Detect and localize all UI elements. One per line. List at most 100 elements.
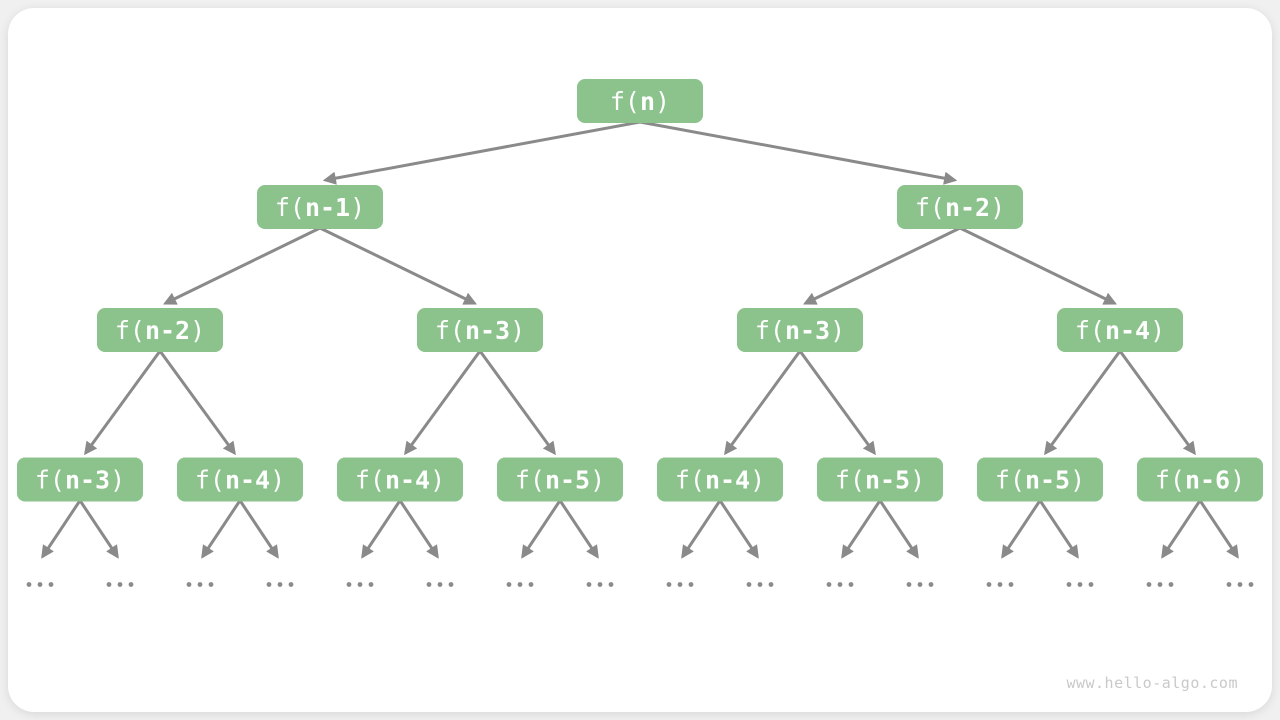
label-suffix: ) <box>430 466 445 495</box>
label-argument: n-5 <box>865 466 910 495</box>
node-label: f(n-2) <box>915 193 1005 222</box>
edge-arrow <box>318 226 477 305</box>
edge-arrow <box>158 349 236 456</box>
node-label: f(n-3) <box>755 316 845 345</box>
node-label: f(n-1) <box>275 193 365 222</box>
ellipsis-dot <box>826 582 832 587</box>
ellipsis-dot <box>677 582 683 587</box>
tree-node: f(n-1) <box>257 185 383 229</box>
label-prefix: f( <box>1075 316 1105 345</box>
edge-arrow <box>1118 349 1196 456</box>
node-label: f(n) <box>610 87 670 116</box>
label-suffix: ) <box>110 466 125 495</box>
label-argument: n-4 <box>385 466 430 495</box>
edge-arrow <box>478 349 556 456</box>
node-box <box>97 308 223 352</box>
label-suffix: ) <box>750 466 765 495</box>
node-box <box>417 308 543 352</box>
ellipsis-dot <box>848 582 854 587</box>
node-box <box>817 457 943 502</box>
label-prefix: f( <box>835 466 865 495</box>
ellipsis-dot <box>997 582 1003 587</box>
node-label: f(n-4) <box>675 466 765 495</box>
edge-arrow <box>718 499 759 559</box>
label-suffix: ) <box>190 316 205 345</box>
ellipsis-dot <box>426 582 432 587</box>
ellipsis-dot <box>1237 582 1243 587</box>
label-suffix: ) <box>590 466 605 495</box>
edge-arrow <box>521 499 562 559</box>
tree-node: f(n-4) <box>177 457 303 502</box>
tree-node: f(n-2) <box>897 185 1023 229</box>
label-argument: n-3 <box>785 316 830 345</box>
ellipsis-dot <box>986 582 992 587</box>
label-prefix: f( <box>115 316 145 345</box>
label-suffix: ) <box>1230 466 1245 495</box>
label-prefix: f( <box>35 466 65 495</box>
tree-node: f(n-3) <box>17 457 143 502</box>
edge-arrow <box>1038 499 1079 559</box>
edge-arrow <box>201 499 242 559</box>
ellipsis <box>346 582 374 587</box>
nodes-layer: f(n)f(n-1)f(n-2)f(n-2)f(n-3)f(n-3)f(n-4)… <box>17 79 1263 502</box>
edge-arrow <box>322 120 642 185</box>
ellipsis <box>826 582 854 587</box>
tree-node: f(n) <box>577 79 703 123</box>
node-label: f(n-5) <box>835 466 925 495</box>
label-suffix: ) <box>830 316 845 345</box>
ellipsis-dot <box>266 582 272 587</box>
edge-arrow <box>1161 499 1202 559</box>
tree-node: f(n-3) <box>417 308 543 352</box>
recursion-tree-diagram: f(n)f(n-1)f(n-2)f(n-2)f(n-3)f(n-3)f(n-4)… <box>17 79 1263 587</box>
ellipsis <box>586 582 614 587</box>
edge-arrow <box>398 499 439 559</box>
ellipsis-dot <box>1077 582 1083 587</box>
label-prefix: f( <box>915 193 945 222</box>
tree-node: f(n-5) <box>977 457 1103 502</box>
edge-arrow <box>84 349 162 456</box>
diagram-card: f(n)f(n-1)f(n-2)f(n-2)f(n-3)f(n-3)f(n-4)… <box>8 8 1272 712</box>
label-argument: n-4 <box>705 466 750 495</box>
tree-node: f(n-4) <box>1057 308 1183 352</box>
node-box <box>897 185 1023 229</box>
ellipsis-dot <box>448 582 454 587</box>
ellipsis-dot <box>608 582 614 587</box>
ellipsis-dot <box>1168 582 1174 587</box>
ellipsis-dot <box>208 582 214 587</box>
ellipsis <box>506 582 534 587</box>
label-suffix: ) <box>350 193 365 222</box>
ellipsis <box>186 582 214 587</box>
label-prefix: f( <box>675 466 705 495</box>
node-box <box>257 185 383 229</box>
ellipsis-dot <box>768 582 774 587</box>
label-suffix: ) <box>510 316 525 345</box>
ellipsis-dot <box>506 582 512 587</box>
ellipsis-dot <box>186 582 192 587</box>
watermark: www.hello-algo.com <box>1066 674 1238 692</box>
label-prefix: f( <box>435 316 465 345</box>
ellipsis-dot <box>106 582 112 587</box>
label-prefix: f( <box>515 466 545 495</box>
ellipsis-dot <box>597 582 603 587</box>
label-prefix: f( <box>755 316 785 345</box>
edge-arrow <box>163 226 322 305</box>
node-label: f(n-3) <box>435 316 525 345</box>
ellipsis <box>986 582 1014 587</box>
ellipsis <box>1066 582 1094 587</box>
ellipsis-dot <box>1008 582 1014 587</box>
ellipsis-dot <box>437 582 443 587</box>
ellipsis-dot <box>746 582 752 587</box>
node-box <box>337 457 463 502</box>
ellipsis-dot <box>666 582 672 587</box>
ellipsis-dot <box>757 582 763 587</box>
tree-node: f(n-4) <box>337 457 463 502</box>
leaves-layer <box>26 582 1254 587</box>
edge-arrow <box>724 349 802 456</box>
ellipsis <box>1226 582 1254 587</box>
node-box <box>1137 457 1263 502</box>
label-argument: n <box>640 87 655 116</box>
ellipsis-dot <box>1088 582 1094 587</box>
label-suffix: ) <box>910 466 925 495</box>
ellipsis-dot <box>688 582 694 587</box>
tree-node: f(n-6) <box>1137 457 1263 502</box>
